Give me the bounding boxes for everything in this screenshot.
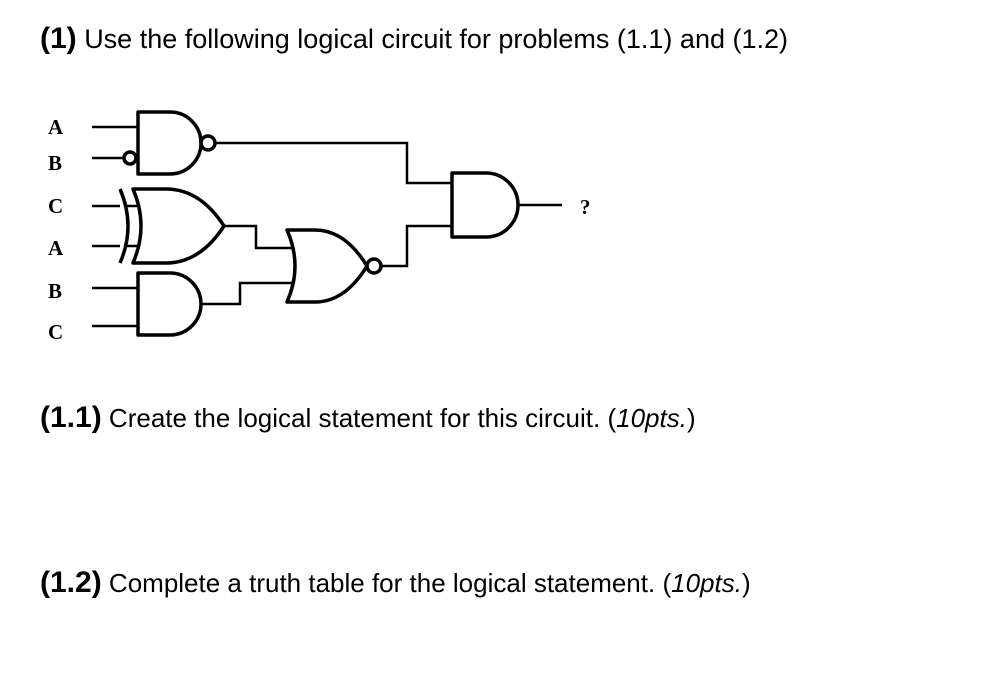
input-label-b2: B [48, 279, 62, 303]
xor-gate [131, 187, 226, 265]
subproblem-1-1: (1.1) Create the logical statement for t… [40, 401, 696, 435]
output-bubble-nor [365, 257, 383, 275]
input-bubble-not-b [122, 150, 138, 166]
output-bubble-nand [199, 134, 217, 152]
problem-text: Use the following logical circuit for pr… [84, 24, 788, 54]
input-label-b1: B [48, 151, 62, 175]
subproblem-1-2-close: ) [741, 568, 751, 598]
wire-nand-to-and [215, 141, 452, 185]
input-label-a1: A [48, 115, 64, 139]
and-gate-1 [136, 110, 203, 176]
subproblem-1-1-number: (1.1) [40, 401, 102, 434]
input-label-c1: C [48, 194, 63, 218]
subproblem-1-2-text: Complete a truth table for the logical s… [108, 568, 672, 598]
input-label-c2: C [48, 320, 63, 344]
problem-number: (1) [40, 22, 77, 55]
subproblem-1-1-points: 10pts. [616, 403, 687, 433]
or-gate [285, 228, 369, 304]
and-gate-final [450, 171, 520, 239]
subproblem-1-1-text: Create the logical statement for this ci… [108, 403, 617, 433]
input-label-a2: A [48, 236, 64, 260]
and-gate-2 [136, 271, 203, 337]
subproblem-1-1-close: ) [686, 403, 696, 433]
problem-heading: (1) Use the following logical circuit fo… [40, 22, 788, 56]
wire-xor-to-or [224, 224, 296, 250]
output-label: ? [580, 195, 591, 219]
wire-nor-to-and [381, 224, 452, 268]
wire-and-to-or [201, 281, 296, 306]
subproblem-1-2-number: (1.2) [40, 566, 102, 599]
subproblem-1-2: (1.2) Complete a truth table for the log… [40, 566, 751, 600]
subproblem-1-2-points: 10pts. [671, 568, 742, 598]
xor-input-arc [118, 188, 130, 264]
